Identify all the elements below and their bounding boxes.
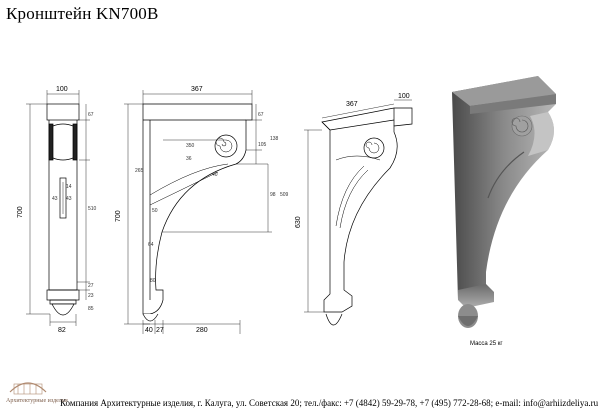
side-inner-dim-6: 36: [186, 156, 192, 162]
side-bottom-dim-1: 40: [145, 327, 153, 334]
side-inner-dim-11: 80: [150, 278, 156, 284]
side-inner-dim-2: 67: [258, 112, 264, 118]
side-bottom-dim-3: 280: [196, 327, 208, 334]
isometric-view: [304, 99, 413, 326]
page-title: Кронштейн KN700B: [6, 4, 159, 23]
front-view: [26, 90, 90, 326]
front-side-dim-6: 27: [88, 283, 94, 289]
front-height-dim: 700: [17, 206, 24, 218]
side-height-dim: 700: [115, 210, 122, 222]
side-inner-dim-12: 509: [280, 192, 289, 198]
side-inner-dim-8: 50: [152, 208, 158, 214]
iso-height-dim: 630: [295, 216, 302, 228]
side-inner-dim-3: 105: [258, 142, 267, 148]
front-side-dim-3: 43: [52, 196, 58, 202]
side-width-dim: 367: [191, 86, 203, 93]
front-side-dim-1: 67: [88, 112, 94, 118]
side-inner-dim-1: 350: [186, 143, 195, 149]
side-inner-dim-9: 40: [212, 172, 218, 178]
iso-depth-dim: 367: [346, 101, 358, 108]
front-bottom-dim: 82: [58, 327, 66, 334]
side-inner-dim-5: 98: [270, 192, 276, 198]
side-inner-dim-10: 64: [148, 242, 154, 248]
rendered-3d-view: [452, 76, 556, 328]
logo-text: Архитектурные изделия: [6, 398, 68, 404]
front-side-dim-8: 85: [88, 306, 94, 312]
side-inner-dim-4: 138: [270, 136, 279, 142]
side-view: [124, 90, 272, 334]
front-side-dim-4: 43: [66, 196, 72, 202]
front-side-dim-7: 23: [88, 293, 94, 299]
front-side-dim-2: 14: [66, 184, 72, 190]
footer-contact: Компания Архитектурные изделия, г. Калуг…: [60, 398, 599, 408]
front-width-dim: 100: [56, 86, 68, 93]
iso-width-dim: 100: [398, 93, 410, 100]
side-inner-dim-7: 265: [135, 168, 144, 174]
side-bottom-dim-2: 27: [156, 327, 164, 334]
front-side-dim-5: 510: [88, 206, 97, 212]
company-logo: Архитектурные изделия: [6, 382, 68, 404]
mass-label: Масса 25 кг: [470, 341, 503, 347]
